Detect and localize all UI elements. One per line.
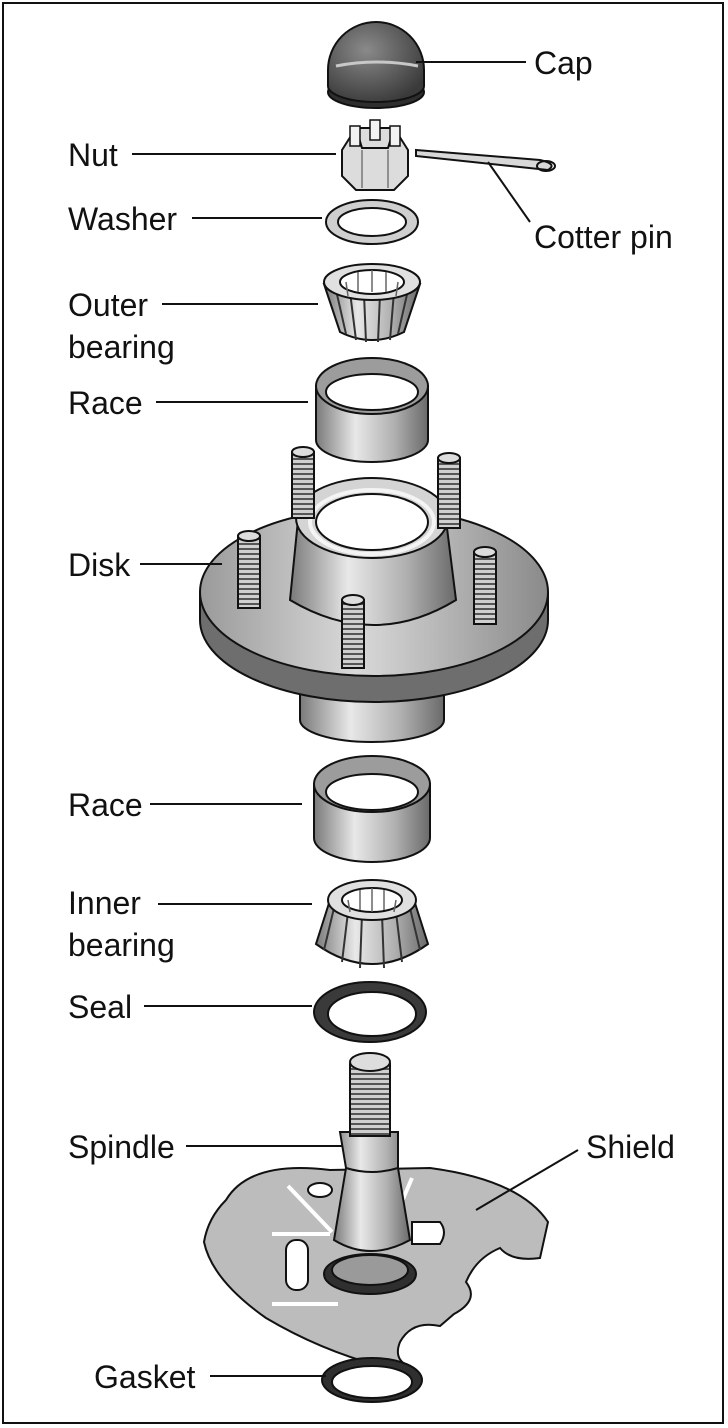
label-seal: Seal — [68, 989, 132, 1025]
label-washer: Washer — [68, 201, 177, 237]
seal-part — [313, 981, 427, 1043]
disk-hub-part — [199, 446, 549, 743]
label-race-top: Race — [68, 385, 143, 421]
inner-bearing-part — [314, 879, 430, 969]
label-outer-bearing-line2: bearing — [68, 329, 175, 365]
bottom-race-part — [313, 755, 431, 863]
label-cap: Cap — [534, 45, 593, 81]
label-shield: Shield — [586, 1129, 675, 1165]
label-inner-bearing-line2: bearing — [68, 927, 175, 963]
top-race-part — [315, 357, 429, 463]
gasket-part — [321, 1357, 423, 1403]
spindle-part — [323, 1052, 417, 1295]
cap-part — [327, 21, 425, 109]
leader-cotter-pin — [487, 161, 531, 223]
label-nut: Nut — [68, 137, 118, 173]
label-race-bottom: Race — [68, 787, 143, 823]
label-cotter-pin: Cotter pin — [534, 219, 673, 255]
label-inner-bearing-line1: Inner — [68, 885, 141, 921]
label-outer-bearing-line1: Outer — [68, 287, 148, 323]
label-spindle: Spindle — [68, 1129, 175, 1165]
castle-nut-part — [341, 119, 409, 191]
label-disk: Disk — [68, 547, 131, 583]
leader-lines — [132, 61, 579, 1377]
washer-part — [325, 199, 419, 245]
leader-shield — [475, 1149, 579, 1211]
cotter-pin-part — [415, 148, 556, 172]
wheel-studs — [237, 446, 497, 669]
label-gasket: Gasket — [94, 1359, 195, 1395]
outer-bearing-part — [322, 263, 422, 343]
